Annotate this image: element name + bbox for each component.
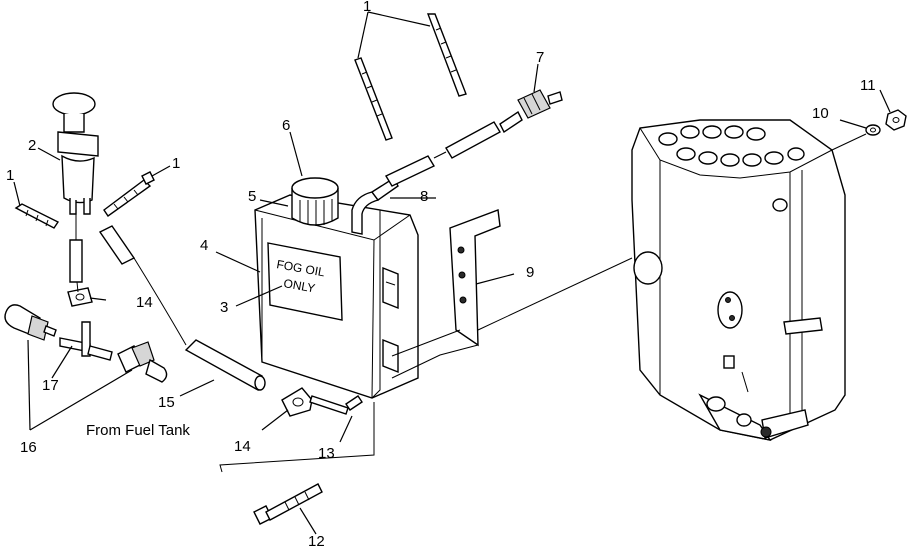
mounting-bracket [449,209,501,347]
check-valve-right [117,341,168,383]
cable-tie-right [103,171,155,217]
callout-12: 12 [308,533,325,548]
cable-tie-top-right [426,13,467,97]
callout-1-right: 1 [172,155,180,172]
vent-valve [499,89,563,134]
callout-13: 13 [318,445,335,462]
callout-16: 16 [20,439,37,456]
callout-4: 4 [200,237,208,254]
from-fuel-tank-caption: From Fuel Tank [86,422,190,439]
callout-1-left: 1 [6,167,14,184]
check-valve-left [4,304,57,341]
hose-clamp-left [67,287,93,307]
callout-9: 9 [526,264,534,281]
callout-17: 17 [42,377,59,394]
callout-7: 7 [536,49,544,66]
pump-hose-short [69,225,136,283]
fuel-hose [184,339,266,392]
routing-lines [75,133,867,473]
oil-tank: FOG OIL ONLY [254,194,419,399]
primer-pump [52,92,99,215]
callout-numbers: 1 1 1 2 3 4 5 6 7 8 9 10 11 12 13 14 14 … [6,0,876,548]
cable-tie-left [14,203,60,229]
callout-15: 15 [158,394,175,411]
tee-fitting [59,321,113,361]
cable-tie-top-left [354,57,393,141]
callout-5: 5 [248,188,256,205]
nut [885,109,907,131]
callout-10: 10 [812,105,829,122]
callout-2: 2 [28,137,36,154]
callout-6: 6 [282,117,290,134]
engine-block [631,119,846,442]
callout-1-top: 1 [363,0,371,15]
washer [865,124,881,136]
callout-11: 11 [860,77,876,94]
callout-3: 3 [220,299,228,316]
fill-cap [291,177,339,226]
leader-lines [13,11,891,535]
tank-label-line2: ONLY [282,276,316,295]
callout-8: 8 [420,188,428,205]
vent-line-hoses [385,121,501,187]
drain-fitting [309,395,363,415]
hose-clamp-lower [281,387,313,417]
callout-14-lower: 14 [234,438,251,455]
mounting-bolt [253,483,323,525]
callout-14-upper: 14 [136,294,153,311]
